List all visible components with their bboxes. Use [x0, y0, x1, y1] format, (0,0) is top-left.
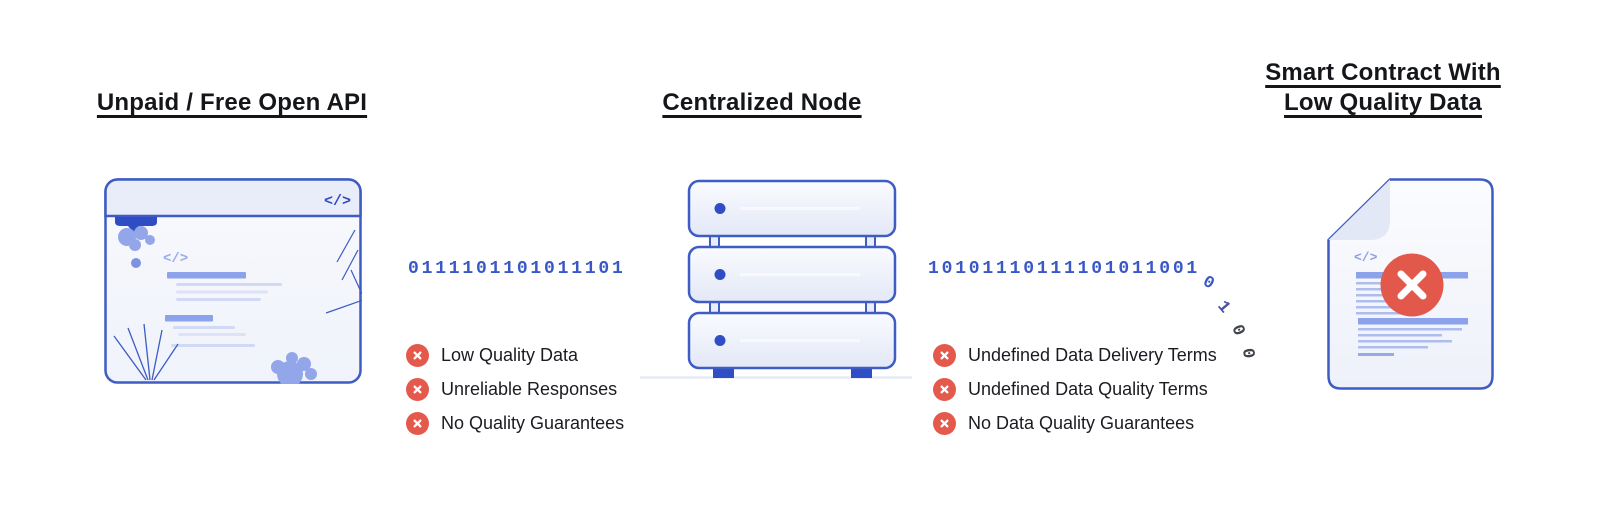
error-x-icon — [1380, 253, 1444, 317]
list-item: No Quality Guarantees — [406, 412, 624, 435]
title-unpaid-free-open-api: Unpaid / Free Open API — [40, 88, 424, 118]
browser-header-bar — [104, 178, 362, 218]
code-text-lines — [165, 272, 282, 347]
error-x-icon — [933, 412, 956, 435]
error-x-icon — [406, 344, 429, 367]
open-api-browser-illustration: </> </> — [104, 178, 362, 384]
binary-stream-node-to-contract: 10101110111101011001 — [928, 259, 1201, 279]
code-icon: </> — [1354, 250, 1378, 265]
list-item: Unreliable Responses — [406, 378, 624, 401]
centralized-node-issue-list: Undefined Data Delivery Terms Undefined … — [933, 344, 1217, 435]
title-centralized-node: Centralized Node — [570, 88, 954, 118]
ray-lines-decoration — [113, 323, 179, 381]
binary-tail-digit: 0 — [1226, 322, 1248, 339]
binary-tail-digit: 1 — [1212, 297, 1234, 318]
binary-stream-api-to-node: 0111101101011101 — [408, 259, 626, 279]
issue-label: Low Quality Data — [441, 345, 579, 365]
list-item: No Data Quality Guarantees — [933, 412, 1217, 435]
list-item: Undefined Data Delivery Terms — [933, 344, 1217, 367]
issue-label: Undefined Data Delivery Terms — [968, 345, 1217, 365]
list-item: Undefined Data Quality Terms — [933, 378, 1217, 401]
server-shelves — [687, 179, 897, 370]
binary-tail-digit: 0 — [1236, 347, 1258, 360]
binary-tail-digit: 0 — [1199, 272, 1218, 295]
issue-label: Undefined Data Quality Terms — [968, 379, 1208, 399]
error-x-icon — [406, 412, 429, 435]
paint-blob-decoration — [115, 217, 157, 251]
smart-contract-document-illustration: </> — [1327, 178, 1494, 390]
bullet-dot — [131, 258, 141, 268]
code-icon: </> — [324, 193, 351, 210]
scratch-lines-decoration — [325, 229, 362, 314]
issue-label: No Data Quality Guarantees — [968, 413, 1195, 433]
error-x-icon — [406, 378, 429, 401]
open-api-issue-list: Low Quality Data Unreliable Responses No… — [406, 344, 624, 435]
document-fold-corner — [1328, 179, 1390, 240]
list-item: Low Quality Data — [406, 344, 624, 367]
error-x-icon — [933, 378, 956, 401]
issue-label: No Quality Guarantees — [441, 413, 625, 433]
issue-label: Unreliable Responses — [441, 379, 618, 399]
coral-blob-decoration — [271, 352, 317, 384]
title-smart-contract-line2: Low Quality Data — [1284, 89, 1482, 116]
title-unpaid-free-open-api-text: Unpaid / Free Open API — [96, 89, 368, 116]
title-smart-contract: Smart Contract With Low Quality Data — [1191, 58, 1575, 118]
title-smart-contract-line1: Smart Contract With — [1265, 59, 1501, 86]
error-x-icon — [933, 344, 956, 367]
centralized-node-server-illustration — [640, 179, 912, 379]
code-icon: </> — [163, 251, 188, 267]
title-centralized-node-text: Centralized Node — [662, 89, 862, 116]
